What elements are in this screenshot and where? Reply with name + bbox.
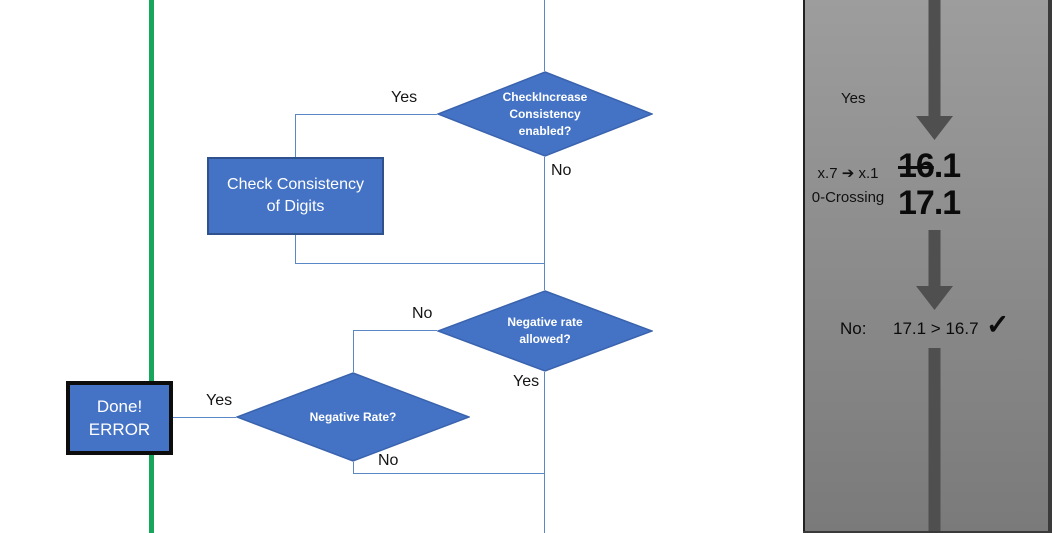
done-line: ERROR	[88, 420, 151, 439]
down-arrow-shaft-1	[928, 0, 941, 118]
connector-main-bottom	[544, 372, 545, 533]
process-line: Check Consistency	[227, 176, 364, 193]
panel-old-value: 16.1	[898, 147, 961, 185]
label-mid-yes: Yes	[513, 373, 540, 390]
diamond-shape	[437, 71, 653, 157]
done-line: Done!	[96, 397, 143, 416]
decision-checkincrease-label: CheckIncrease Consistency enabled?	[437, 71, 653, 157]
connector-main-middle	[544, 157, 545, 290]
example-panel: Yes x.7 ➔ x.1 0-Crossing 16.1 17.1 No: 1…	[803, 0, 1052, 533]
connector-below-process-horizontal	[295, 263, 545, 264]
decision-negative-rate-allowed: Negative rate allowed?	[437, 290, 653, 372]
label-top-no: No	[551, 162, 572, 179]
connector-main-top	[544, 0, 545, 71]
panel-note-line1: x.7 ➔ x.1	[817, 165, 879, 182]
decision-negative-rate: Negative Rate?	[236, 372, 470, 462]
decision-checkincrease-enabled: CheckIncrease Consistency enabled?	[437, 71, 653, 157]
connector-mid-no-horizontal	[353, 330, 437, 331]
decision-negative-rate-label: Negative Rate?	[236, 372, 470, 462]
decision-line: CheckIncrease	[502, 89, 588, 104]
process-check-consistency: Check Consistency of Digits	[207, 157, 384, 235]
process-line: of Digits	[266, 198, 325, 215]
panel-bottom-border	[803, 531, 1052, 533]
connector-mid-no-vertical	[353, 330, 354, 372]
decision-negative-rate-allowed-label: Negative rate allowed?	[437, 290, 653, 372]
diamond-shape	[437, 290, 653, 372]
down-arrow-shaft-2	[928, 230, 941, 288]
panel-yes-label: Yes	[841, 90, 866, 107]
panel-old-value-struck: 16	[898, 147, 935, 185]
connector-bottom-yes	[172, 417, 236, 418]
panel-crossing-note: x.7 ➔ x.1 0-Crossing	[806, 162, 890, 210]
panel-result-row: No: 17.1 > 16.7 ✓	[803, 309, 1052, 346]
panel-result-comparison: 17.1 > 16.7	[893, 319, 979, 338]
green-vertical-line	[149, 0, 154, 533]
label-top-yes: Yes	[391, 89, 418, 106]
down-arrow-head-2	[916, 286, 953, 310]
connector-bottom-no-horizontal	[353, 473, 545, 474]
label-mid-no: No	[412, 305, 433, 322]
decision-line: allowed?	[519, 332, 571, 346]
panel-result-label: No:	[840, 319, 867, 338]
connector-top-yes-vertical	[295, 114, 296, 157]
panel-old-value-rest: .1	[933, 147, 961, 185]
decision-line: enabled?	[518, 123, 572, 138]
down-arrow-shaft-3	[928, 348, 941, 533]
terminator-done-error: Done! ERROR	[66, 381, 173, 455]
decision-line: Consistency	[509, 106, 581, 121]
diamond-shape	[236, 372, 470, 462]
decision-line: Negative Rate?	[309, 409, 397, 424]
panel-arrows	[916, 0, 953, 533]
label-bottom-no: No	[378, 452, 399, 469]
connector-below-process-vertical	[295, 235, 296, 264]
decision-line: Negative rate	[507, 315, 583, 329]
label-bottom-yes: Yes	[206, 392, 233, 409]
panel-values: 16.1 17.1	[898, 147, 961, 222]
panel-left-border	[803, 0, 805, 533]
down-arrow-head-1	[916, 116, 953, 140]
checkmark-icon: ✓	[986, 309, 1010, 340]
connector-top-yes-horizontal	[295, 114, 437, 115]
panel-new-value: 17.1	[898, 184, 961, 222]
panel-note-line2: 0-Crossing	[811, 189, 885, 206]
connector-bottom-no-vertical	[353, 462, 354, 474]
panel-right-border	[1048, 0, 1052, 533]
